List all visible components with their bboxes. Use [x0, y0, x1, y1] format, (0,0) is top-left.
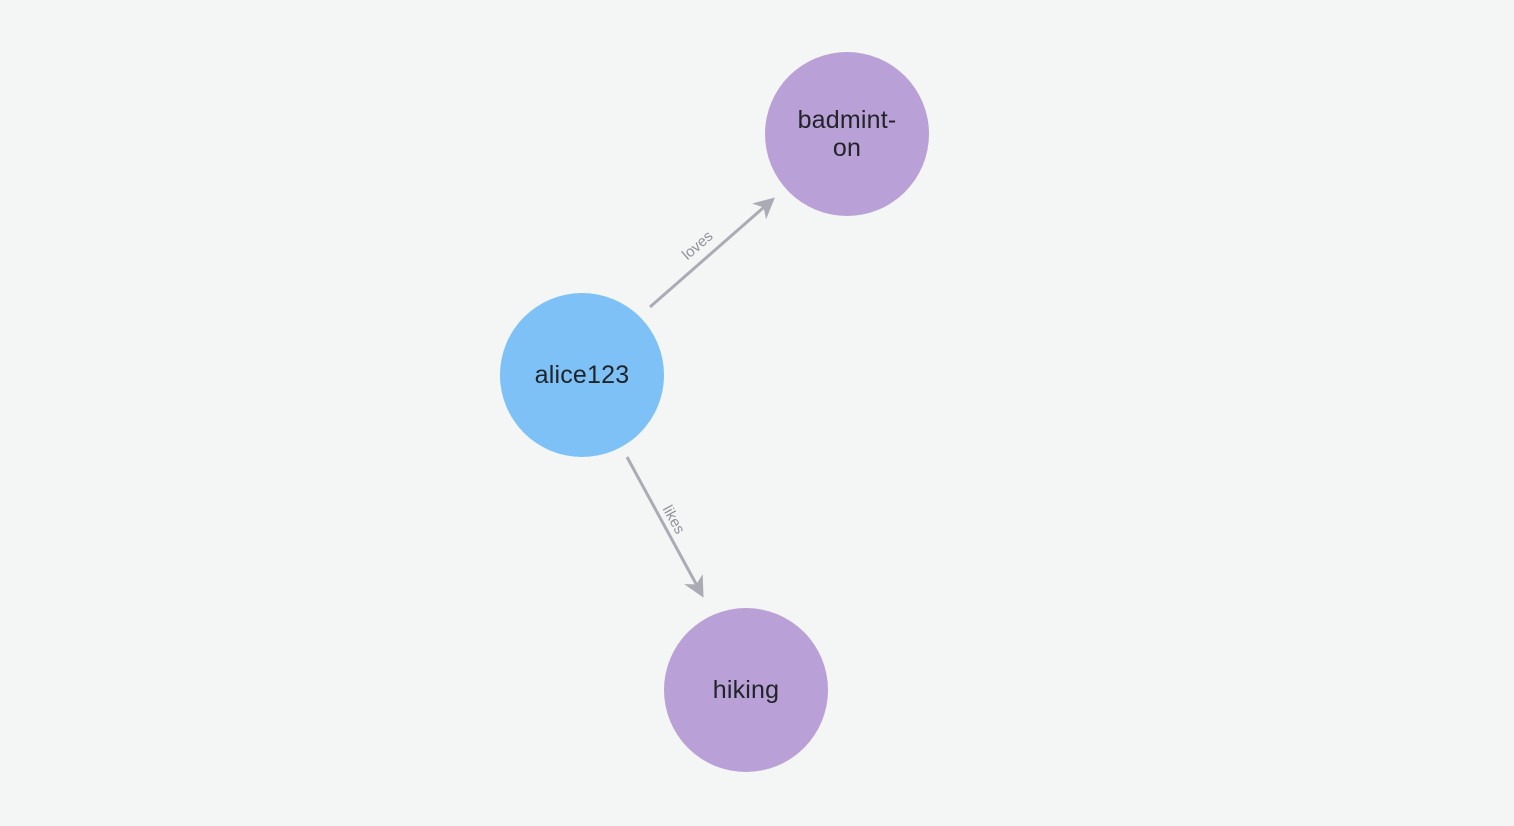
node-badminton[interactable]: badmint- on [765, 52, 929, 216]
edge-loves[interactable]: loves [649, 197, 775, 309]
node-label-line: hiking [712, 676, 780, 704]
node-label: badmint- on [798, 106, 897, 162]
node-label: alice123 [535, 361, 630, 389]
node-alice123[interactable]: alice123 [500, 293, 664, 457]
node-label-line: alice123 [534, 361, 630, 389]
edge-likes-line[interactable] [625, 456, 704, 598]
edge-loves-line[interactable] [649, 197, 775, 309]
node-label-line: badmint- [797, 106, 897, 134]
edge-likes[interactable]: likes [625, 456, 704, 598]
edge-loves-label[interactable]: loves [679, 228, 717, 264]
node-hiking[interactable]: hiking [664, 608, 828, 772]
node-label-line: on [832, 134, 862, 162]
node-label: hiking [713, 676, 780, 704]
edge-likes-label[interactable]: likes [659, 502, 688, 536]
